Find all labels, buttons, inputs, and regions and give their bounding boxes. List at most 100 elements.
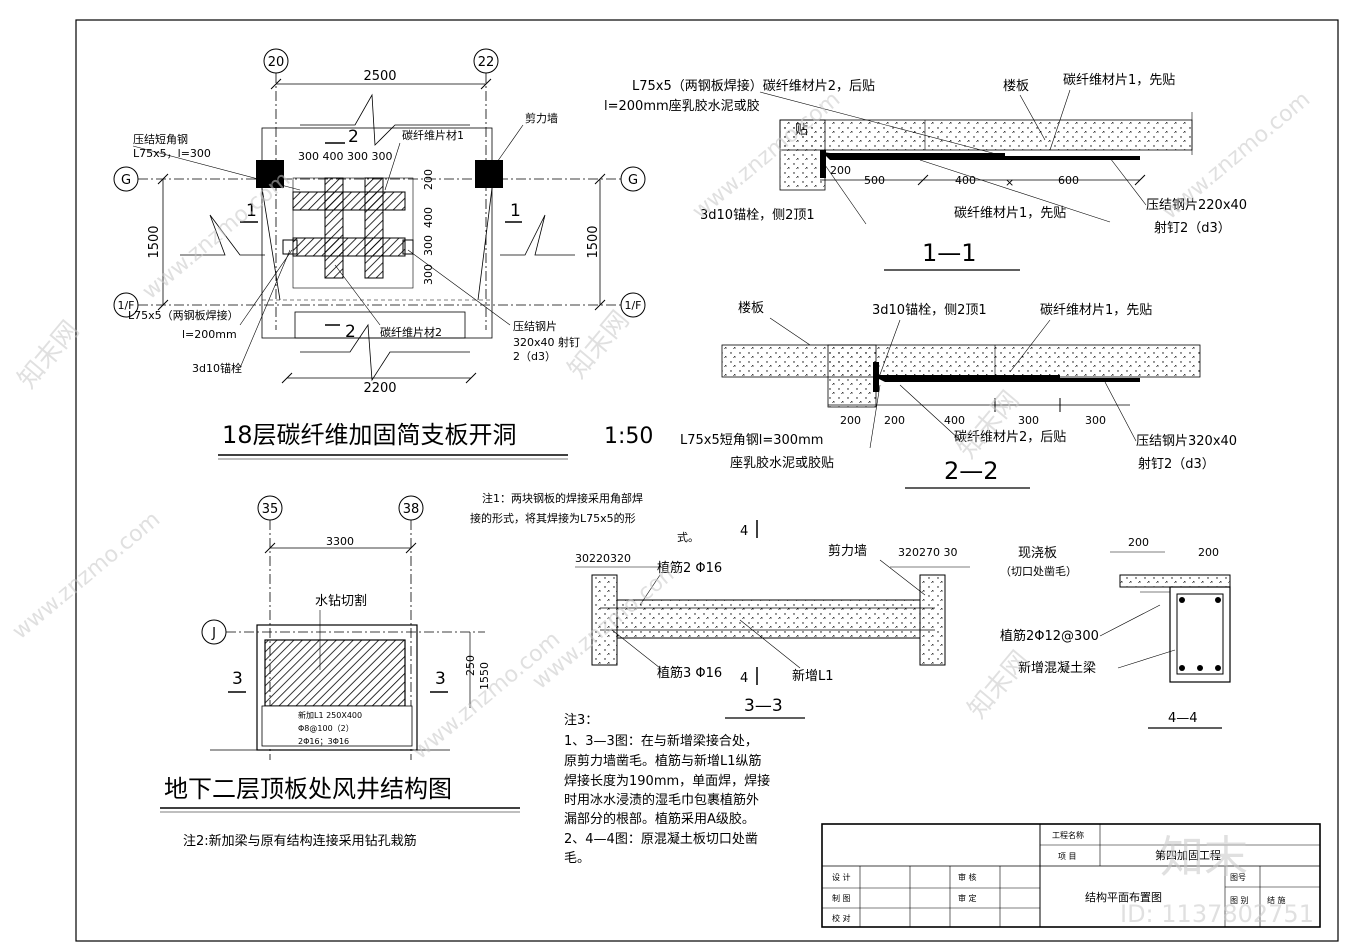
tb-proj-name: 工程名称	[1052, 830, 1084, 840]
s11-anchor: 3d10锚栓，侧2顶1	[700, 208, 815, 223]
label-l200: l=200mm	[182, 328, 237, 341]
section-mark-3-right: 3	[435, 669, 446, 689]
tb-review: 审 核	[958, 872, 977, 882]
section-mark-3-left: 3	[232, 669, 243, 689]
s33-shear-wall: 剪力墙	[828, 543, 867, 559]
s44-rebar: 植筋2Φ12@300	[1000, 628, 1099, 644]
section-4-4: 现浇板 （切口处凿毛） 200 200 植筋2Φ12@300 新增混凝土梁 4—…	[1000, 536, 1231, 729]
section-1-1: L75x5（两钢板焊接）碳纤维材片2，后贴 l=200mm座乳胶水泥或胶 贴 楼…	[604, 73, 1247, 271]
svg-text:知末网: 知末网	[12, 315, 85, 394]
section-mark-1-left: 1	[246, 201, 257, 221]
note-3-line-7: 毛。	[564, 851, 590, 866]
note-2: 注2:新加梁与原有结构连接采用钻孔栽筋	[183, 833, 417, 849]
tb-design: 设 计	[832, 872, 851, 882]
beam-spec-3: 2Φ16；3Φ16	[298, 737, 349, 746]
tb-approve: 审 定	[958, 893, 977, 903]
label-angle-steel-2: L75x5，l=300	[133, 147, 211, 160]
s33-cut-4-top: 4	[740, 524, 748, 539]
s33-rebar-top: 植筋2 Φ16	[657, 560, 722, 576]
title-block: 工程名称 项 目 第四加固工程 设 计 制 图 校 对 审 核 审 定 结构平面…	[821, 823, 1321, 928]
axis-label-g-right: G	[628, 173, 638, 188]
section-mark-1-right: 1	[510, 201, 521, 221]
axis-label-1f-left: 1/F	[117, 299, 134, 312]
label-shear-wall: 剪力墙	[525, 111, 558, 125]
tb-no2: 图 别	[1230, 896, 1249, 905]
s11-nail: 射钉2（d3）	[1154, 220, 1231, 236]
s33-cut-4-bottom: 4	[740, 671, 748, 686]
s22-nail: 射钉2（d3）	[1138, 456, 1215, 472]
label-angle-steel: 压结短角钢	[133, 132, 188, 146]
section-mark-2-bottom: 2	[345, 322, 356, 342]
dim-v-400: 400	[422, 207, 435, 228]
watermark-id: ID: 1137802751	[1120, 900, 1314, 928]
tb-check: 校 对	[832, 913, 851, 923]
tb-drawing-title: 结构平面布置图	[1085, 890, 1162, 904]
bottom-plan-title: 地下二层顶板处风井结构图	[164, 775, 452, 803]
label-weld: L75x5（两钢板焊接）	[128, 308, 239, 322]
cut-area	[264, 639, 406, 707]
s22-angle: L75x5短角钢l=300mm	[680, 433, 823, 448]
label-cut: 水钻切割	[315, 593, 367, 609]
sheet-frame	[75, 19, 1339, 942]
label-plate-2: 320x40 射钉	[513, 335, 580, 349]
axis-label-38: 38	[403, 502, 420, 517]
s11-cf1-first2: 碳纤维材片1，先贴	[954, 206, 1066, 221]
dim-2500: 2500	[363, 69, 396, 84]
watermark-brand: 知末	[1160, 832, 1248, 883]
note-3-line-6: 2、4—4图：原混凝土板切口处凿	[564, 831, 758, 847]
s22-d3: 400	[944, 414, 965, 427]
note-3-line-0: 注3：	[564, 713, 598, 728]
s22-mortar: 座乳胶水泥或胶贴	[730, 455, 834, 471]
s44-title: 4—4	[1168, 711, 1198, 726]
axis-label-j: J	[211, 626, 216, 641]
note-1: 注1：两块钢板的焊接采用角部焊 接的形式，将其焊接为L75x5的形 式。	[470, 491, 699, 544]
s22-slab: 楼板	[738, 301, 764, 316]
s22-plate: 压结钢片320x40	[1136, 434, 1237, 449]
s11-d3: 400	[955, 174, 976, 187]
s22-cf2: 碳纤维材片2，后贴	[954, 430, 1066, 445]
tb-draw: 制 图	[832, 893, 851, 903]
axis-label-22: 22	[478, 55, 495, 70]
note-3-line-5: 漏部分的根部。植筋采用A级胶。	[564, 811, 755, 827]
axis-label-35: 35	[262, 502, 279, 517]
note-3-line-2: 原剪力墙凿毛。植筋与新增L1纵筋	[564, 753, 762, 769]
s33-rebar-bottom: 植筋3 Φ16	[657, 665, 722, 681]
tb-project: 第四加固工程	[1155, 848, 1221, 862]
label-plate-3: 2（d3）	[513, 350, 556, 363]
note-3-line-3: 焊接长度为190mm，单面焊，焊接	[564, 773, 770, 789]
top-plan: 20 22 2500 G G 1/F 1/F 1500 1500	[113, 48, 653, 460]
note-1-line-1: 注1：两块钢板的焊接采用角部焊	[482, 491, 643, 505]
note-1-line-2: 接的形式，将其焊接为L75x5的形	[470, 511, 636, 525]
dim-v-300a: 300	[422, 235, 435, 256]
s22-d2: 200	[884, 414, 905, 427]
s44-d2: 200	[1198, 546, 1219, 559]
tb-item: 项 目	[1058, 852, 1077, 861]
dim-2200: 2200	[363, 381, 396, 396]
s44-new-beam: 新增混凝土梁	[1018, 660, 1096, 676]
s11-title: 1—1	[922, 239, 977, 267]
s33-title: 3—3	[744, 696, 783, 716]
s22-cf1: 碳纤维材片1，先贴	[1040, 303, 1152, 318]
s11-d1: 200	[830, 164, 851, 177]
dim-1500-right: 1500	[586, 225, 601, 258]
s22-d5: 300	[1085, 414, 1106, 427]
note-3: 注3： 1、3—3图：在与新增梁接合处， 原剪力墙凿毛。植筋与新增L1纵筋 焊接…	[564, 713, 770, 866]
dim-250: 250	[464, 655, 477, 676]
beam-spec-1: 新加L1 250X400	[298, 710, 362, 720]
s44-slab-note: （切口处凿毛）	[1000, 565, 1077, 578]
svg-text:×: ×	[1005, 176, 1014, 189]
s22-d4: 300	[1018, 414, 1039, 427]
s44-d1: 200	[1128, 536, 1149, 549]
s11-plate: 压结钢片220x40	[1146, 198, 1247, 213]
label-plate-1: 压结钢片	[513, 320, 557, 333]
note-1-line-3: 式。	[677, 531, 699, 544]
s22-anchor: 3d10锚栓，侧2顶1	[872, 303, 987, 318]
s22-d1: 200	[840, 414, 861, 427]
top-plan-title: 18层碳纤维加固简支板开洞	[222, 421, 517, 449]
axis-label-1f-right: 1/F	[624, 299, 641, 312]
dim-1550: 1550	[478, 662, 491, 690]
beam-spec-2: Φ8@100（2）	[298, 724, 354, 733]
label-cf2: 碳纤维片材2	[380, 325, 442, 339]
top-plan-scale: 1:50	[604, 424, 653, 449]
